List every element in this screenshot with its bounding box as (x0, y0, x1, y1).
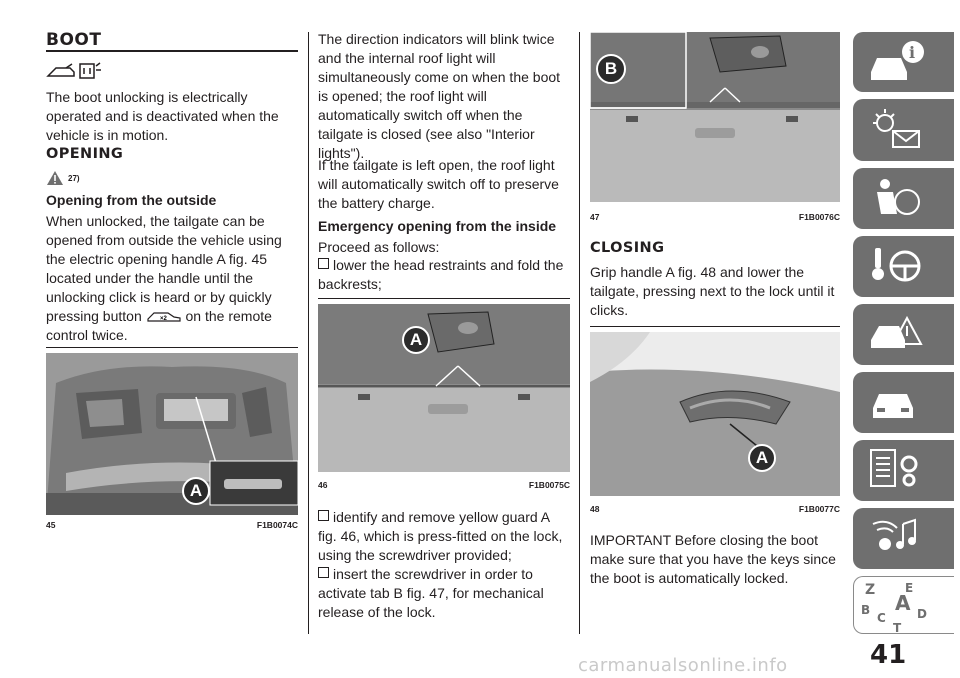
indicators-text: The direction indicators will blink twic… (318, 31, 561, 161)
column-divider (579, 32, 580, 634)
figure-48-handle: A (590, 332, 840, 496)
figure-45-car-rear: A (46, 353, 298, 515)
closing-title: CLOSING (590, 240, 665, 256)
boot-light-icon (46, 62, 101, 79)
proceed-text: Proceed as follows: (318, 239, 440, 255)
car-maintenance-icon (873, 394, 913, 418)
outside-text: When unlocked, the tailgate can be opene… (46, 212, 298, 345)
tab-emergency[interactable] (853, 304, 954, 365)
emergency-title: Emergency opening from the inside (318, 218, 557, 234)
tab-car-info[interactable]: i (853, 32, 954, 92)
outside-text-part1: When unlocked, the tailgate can be opene… (46, 213, 282, 324)
technical-data-icon (870, 449, 918, 487)
tab-index[interactable]: Z E B A C D T (853, 576, 954, 634)
figure-number: 46 (318, 480, 328, 490)
outside-title: Opening from the outside (46, 192, 217, 208)
tab-warning-lights[interactable] (853, 99, 954, 161)
checkbox-bullet-icon (318, 510, 329, 521)
multimedia-icon (872, 518, 916, 550)
figure-46-caption: 46 F1B0075C (318, 480, 570, 490)
step-1: lower the head restraints and fold the b… (318, 257, 564, 292)
callout-a: A (182, 477, 210, 505)
column-divider (308, 32, 309, 634)
warning-triangle-icon (47, 171, 63, 185)
roof-light-text: If the tailgate is left open, the roof l… (318, 157, 559, 211)
svg-text:A: A (895, 591, 911, 615)
callout-a: A (748, 444, 776, 472)
checkbox-bullet-icon (318, 567, 329, 578)
svg-text:E: E (905, 581, 913, 595)
figure-47-lock-tab: B (590, 32, 840, 202)
tab-multimedia[interactable] (853, 508, 954, 569)
outside-text-part2: on the remote control twice. (46, 308, 272, 343)
figure-code: F1B0077C (798, 504, 840, 514)
callout-b: B (596, 54, 626, 84)
emergency-icon (871, 315, 923, 348)
svg-text:C: C (877, 611, 886, 625)
tab-maintenance[interactable] (853, 372, 954, 433)
section-title: BOOT (46, 30, 102, 50)
index-icon: Z E B A C D T (861, 581, 927, 634)
figure-rule (590, 326, 840, 327)
svg-text:i: i (909, 43, 915, 62)
opening-title: OPENING (46, 146, 124, 162)
intro-text: The boot unlocking is electrically opera… (46, 89, 279, 143)
svg-text:T: T (893, 621, 902, 634)
figure-number: 45 (46, 520, 56, 530)
note-reference: 27) (68, 174, 80, 183)
step-3: insert the screwdriver in order to activ… (318, 566, 544, 620)
svg-text:D: D (917, 607, 927, 621)
figure-number: 47 (590, 212, 600, 222)
svg-text:B: B (861, 603, 870, 617)
figure-rule (318, 298, 570, 299)
svg-text:×2: ×2 (160, 316, 168, 322)
tab-starting-driving[interactable] (853, 236, 954, 297)
remote-button-icon: ×2 (147, 312, 181, 322)
steering-wheel-icon (872, 248, 921, 282)
closing-text: Grip handle A fig. 48 and lower the tail… (590, 264, 835, 318)
important-note: IMPORTANT Before closing the boot make s… (590, 532, 836, 586)
section-rule (46, 50, 298, 52)
checkbox-bullet-icon (318, 258, 329, 269)
figure-number: 48 (590, 504, 600, 514)
callout-a: A (402, 326, 430, 354)
figure-45-caption: 45 F1B0074C (46, 520, 298, 530)
tab-technical-data[interactable] (853, 440, 954, 501)
figure-code: F1B0075C (528, 480, 570, 490)
car-info-icon: i (871, 41, 924, 80)
page-number: 41 (870, 640, 907, 670)
safety-icon (877, 179, 920, 215)
figure-48-caption: 48 F1B0077C (590, 504, 840, 514)
figure-rule (46, 347, 298, 348)
watermark: carmanualsonline.info (578, 655, 788, 676)
warning-lights-icon (873, 109, 920, 148)
figure-code: F1B0076C (798, 212, 840, 222)
figure-code: F1B0074C (256, 520, 298, 530)
figure-46-lock-guard: A (318, 304, 570, 472)
step-2: identify and remove yellow guard A fig. … (318, 509, 563, 563)
figure-47-caption: 47 F1B0076C (590, 212, 840, 222)
tab-safety[interactable] (853, 168, 954, 229)
svg-text:Z: Z (865, 582, 875, 598)
